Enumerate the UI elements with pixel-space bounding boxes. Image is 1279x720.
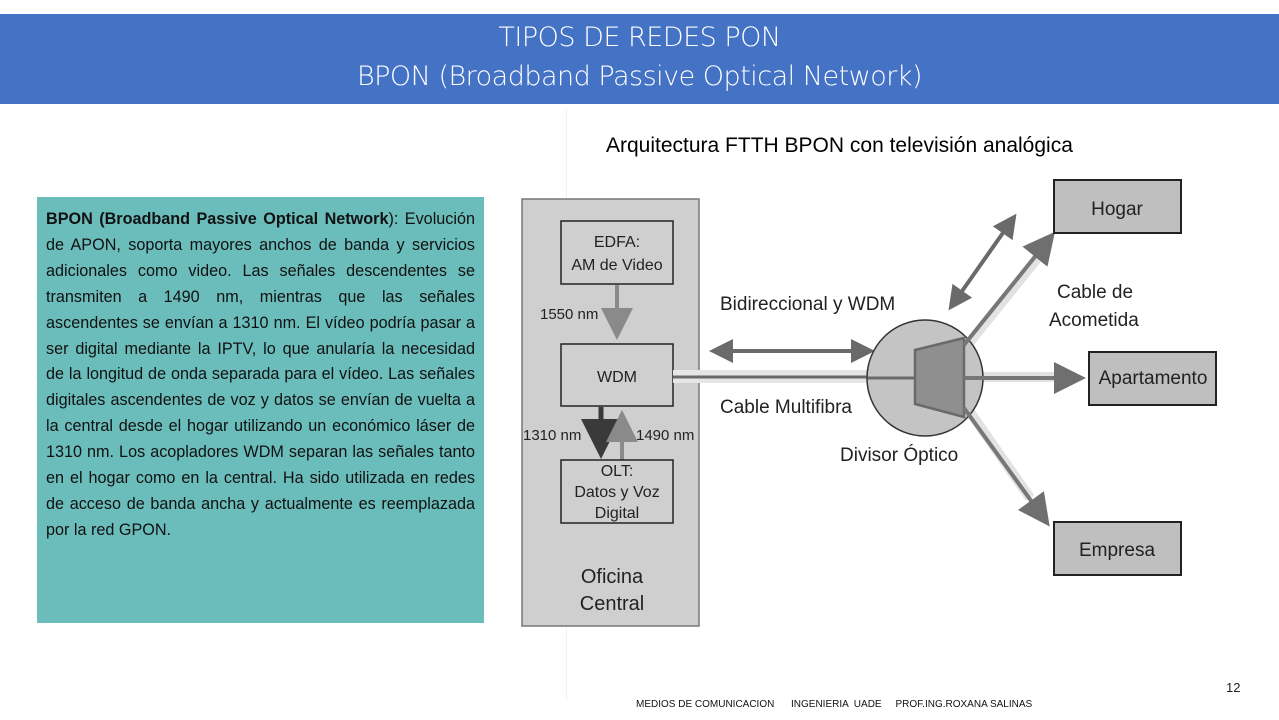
page-number: 12: [1226, 680, 1241, 695]
drop-cable-label-2: Acometida: [1049, 310, 1139, 331]
drop-cable-hogar: [961, 241, 1052, 352]
bidirectional-label: Bidireccional y WDM: [720, 294, 895, 315]
label-1550: 1550 nm: [540, 306, 598, 323]
slide-header: TIPOS DE REDES PON BPON (Broadband Passi…: [0, 14, 1279, 104]
label-1490: 1490 nm: [636, 427, 694, 444]
splitter-label: Divisor Óptico: [840, 444, 958, 466]
empresa-box: [1053, 521, 1182, 576]
olt-label-3: Digital: [595, 505, 639, 522]
arrow-to-hogar: [962, 231, 1056, 347]
footer: MEDIOS DE COMUNICACION INGENIERIA UADE P…: [636, 699, 1032, 710]
slide-subtitle: BPON (Broadband Passive Optical Network): [356, 61, 923, 92]
olt-label-1: OLT:: [601, 463, 634, 480]
edfa-label-2: AM de Video: [571, 257, 662, 274]
term-bold: BPON (Broadband Passive Optical Network: [46, 210, 389, 228]
wdm-box: [560, 343, 674, 407]
apartamento-box: [1088, 351, 1217, 406]
splitter-icon: [913, 336, 966, 419]
central-office-label-1: Oficina: [581, 566, 644, 588]
hogar-box: [1053, 179, 1182, 234]
multifiber-label: Cable Multifibra: [720, 397, 852, 418]
description-text: : Evolución de APON, soporta mayores anc…: [46, 210, 475, 539]
drop-cable-label-1: Cable de: [1057, 282, 1133, 303]
footer-course: MEDIOS DE COMUNICACION: [636, 699, 775, 710]
edfa-box: [560, 220, 674, 285]
footer-school: INGENIERIA UADE: [791, 699, 882, 710]
edfa-label-1: EDFA:: [594, 234, 640, 251]
apartamento-label: Apartamento: [1099, 368, 1208, 389]
hogar-label: Hogar: [1091, 199, 1143, 220]
term-close: ): [388, 210, 394, 228]
footer-professor: PROF.ING.ROXANA SALINAS: [895, 699, 1033, 710]
empresa-label: Empresa: [1079, 540, 1155, 561]
central-office: EDFA: AM de Video 1550 nm WDM 1310 nm 14…: [521, 198, 700, 627]
slide-title: TIPOS DE REDES PON: [498, 22, 781, 53]
diagram-title: Arquitectura FTTH BPON con televisión an…: [606, 134, 1073, 157]
diagonal-bidirectional-arrow: [948, 213, 1017, 311]
description-box: BPON (Broadband Passive Optical Network)…: [37, 197, 484, 623]
arrow-to-empresa: [962, 406, 1050, 527]
olt-label-2: Datos y Voz: [574, 484, 659, 501]
label-1310: 1310 nm: [523, 427, 581, 444]
olt-box: [560, 459, 674, 524]
wdm-label: WDM: [597, 369, 637, 386]
central-office-label-2: Central: [580, 593, 644, 615]
